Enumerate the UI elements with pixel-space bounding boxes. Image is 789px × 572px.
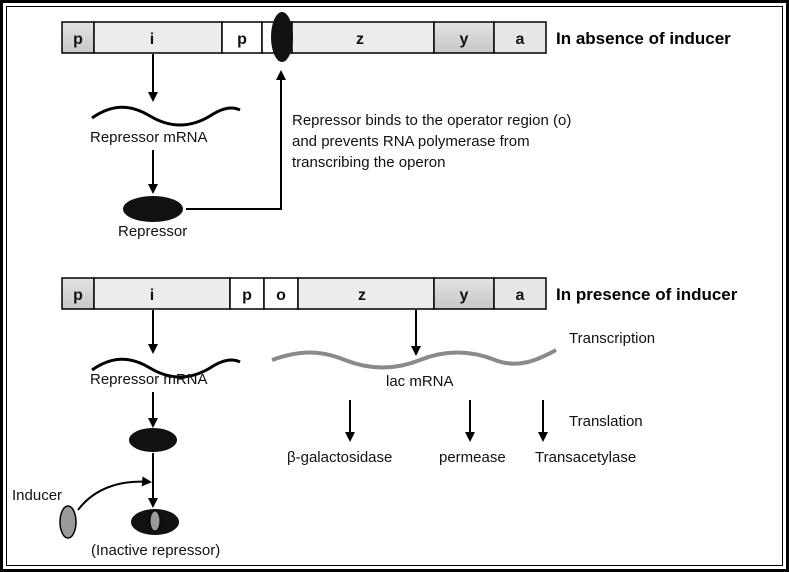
note-line-2: and prevents RNA polymerase from <box>292 133 530 150</box>
bottom-state-label: In presence of inducer <box>556 285 738 304</box>
bottom-repressor-mrna-wave <box>91 357 241 379</box>
repressor-to-operator-arrow <box>186 70 286 210</box>
bottom-repressor-protein <box>129 428 177 452</box>
bottom-label-o: o <box>276 287 286 304</box>
bound-inducer <box>149 510 161 532</box>
translation-label: Translation <box>569 413 643 430</box>
inducer-binding-arrow <box>77 476 152 511</box>
top-repressor-mrna-label: Repressor mRNA <box>90 129 208 146</box>
top-segment-p1 <box>61 21 95 54</box>
note-line-3: transcribing the operon <box>292 154 445 171</box>
top-label-a: a <box>516 31 525 48</box>
top-repressor-mrna-wave <box>91 105 241 127</box>
figure-inner-border <box>6 6 783 566</box>
top-repressor-protein <box>123 196 183 222</box>
top-state-label: In absence of inducer <box>556 29 731 48</box>
bottom-label-i: i <box>150 287 154 304</box>
bottom-segment-z <box>297 277 435 310</box>
product-transacetylase: Transacetylase <box>535 449 636 466</box>
bottom-label-z: z <box>358 287 366 304</box>
note-line-1: Repressor binds to the operator region (… <box>292 112 571 129</box>
inactive-repressor-label: (Inactive repressor) <box>91 542 220 559</box>
product-beta-galactosidase: β-galactosidase <box>287 449 392 466</box>
top-label-p1: p <box>73 31 83 48</box>
bottom-segment-p1 <box>61 277 95 310</box>
bottom-segment-p2 <box>229 277 265 310</box>
inducer-molecule <box>59 505 77 539</box>
bottom-segment-i <box>93 277 231 310</box>
top-operon-bar: p i p z y a <box>61 12 547 62</box>
bound-repressor-on-operator <box>271 12 293 62</box>
top-segment-i <box>93 21 223 54</box>
top-segment-a <box>493 21 547 54</box>
bottom-segment-a <box>493 277 547 310</box>
transcription-label: Transcription <box>569 330 655 347</box>
top-label-z: z <box>356 31 364 48</box>
lac-mrna-wave <box>271 348 557 370</box>
bottom-operon-bar: p i p o z y a <box>61 277 547 310</box>
bottom-segment-y <box>433 277 495 310</box>
top-label-y: y <box>460 31 469 48</box>
bottom-label-y: y <box>460 287 469 304</box>
product-permease: permease <box>439 449 506 466</box>
lac-mrna-label: lac mRNA <box>386 373 454 390</box>
bottom-label-a: a <box>516 287 525 304</box>
top-segment-y <box>433 21 495 54</box>
bottom-label-p2: p <box>242 287 252 304</box>
top-repressor-label: Repressor <box>118 223 187 240</box>
top-label-p2: p <box>237 31 247 48</box>
bottom-label-p1: p <box>73 287 83 304</box>
top-label-i: i <box>150 31 154 48</box>
inducer-label: Inducer <box>12 487 62 504</box>
bottom-repressor-mrna-label: Repressor mRNA <box>90 371 208 388</box>
